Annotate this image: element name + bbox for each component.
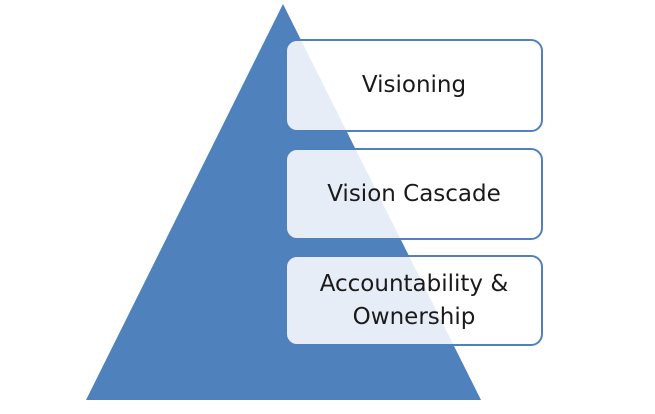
pyramid-level-accountability: Accountability & Ownership — [285, 255, 543, 346]
pyramid-level-vision-cascade: Vision Cascade — [285, 148, 543, 240]
level-label: Vision Cascade — [327, 180, 501, 207]
level-label: Accountability & Ownership — [319, 270, 509, 330]
pyramid-level-visioning: Visioning — [285, 39, 543, 132]
level-label: Visioning — [361, 72, 467, 98]
